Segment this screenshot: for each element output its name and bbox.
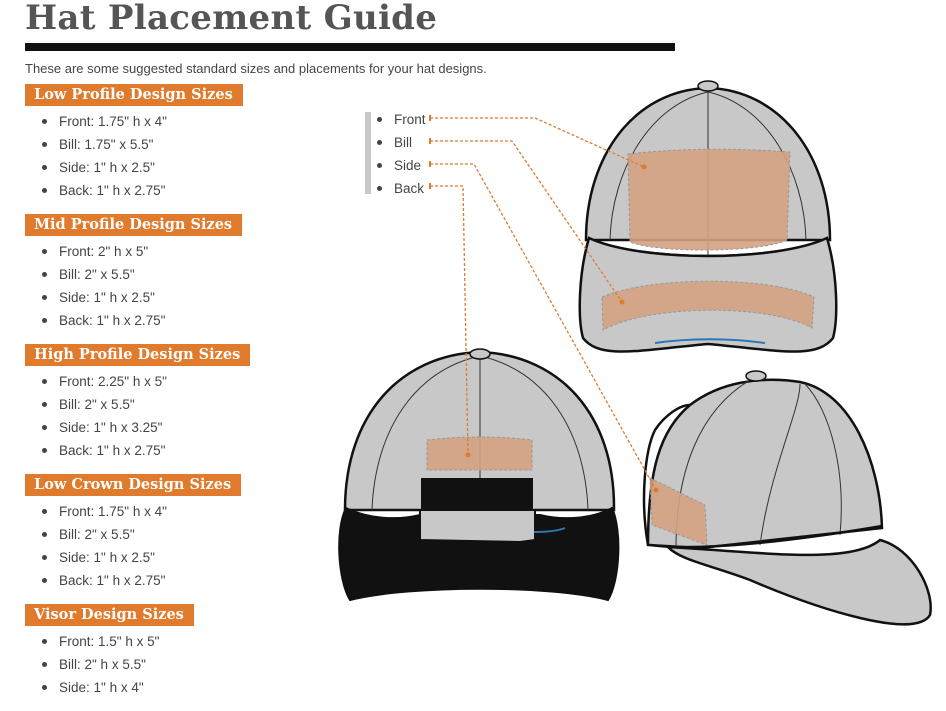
size-item: Side: 1" h x 3.25" xyxy=(30,416,330,439)
side-marker xyxy=(429,161,431,167)
size-item: Bill: 2" x 5.5" xyxy=(30,393,330,416)
size-item: Side: 1" h x 2.5" xyxy=(30,546,330,569)
legend-list: Front Bill Side Back xyxy=(365,108,435,200)
legend-item-front: Front xyxy=(365,108,435,131)
back-marker xyxy=(429,183,431,189)
size-item: Front: 1.75" h x 4" xyxy=(30,110,330,133)
size-item: Side: 1" h x 2.5" xyxy=(30,286,330,309)
size-item: Front: 1.5" h x 5" xyxy=(30,630,330,653)
side-leader-line xyxy=(430,163,657,491)
legend-item-side: Side xyxy=(365,154,435,177)
size-item: Bill: 1.75" x 5.5" xyxy=(30,133,330,156)
section-low-profile: Low Profile Design Sizes Front: 1.75" h … xyxy=(25,84,330,202)
legend-bar xyxy=(365,112,371,194)
placement-legend: Front Bill Side Back xyxy=(365,108,435,200)
section-mid-profile: Mid Profile Design Sizes Front: 2" h x 5… xyxy=(25,214,330,332)
legend-item-bill: Bill xyxy=(365,131,435,154)
front-dot xyxy=(641,164,647,170)
size-list: Front: 1.75" h x 4" Bill: 2" x 5.5" Side… xyxy=(30,500,330,592)
size-item: Back: 1" h x 2.75" xyxy=(30,179,330,202)
section-header: High Profile Design Sizes xyxy=(25,344,251,366)
size-item: Front: 1.75" h x 4" xyxy=(30,500,330,523)
section-header: Low Profile Design Sizes xyxy=(25,84,243,106)
bill-placement-area xyxy=(601,280,815,331)
front-marker xyxy=(429,115,431,121)
size-item: Bill: 2" x 5.5" xyxy=(30,523,330,546)
leader-markers xyxy=(429,115,659,493)
bill-marker xyxy=(429,138,431,144)
size-sections: Low Profile Design Sizes Front: 1.75" h … xyxy=(25,84,330,711)
page-title: Hat Placement Guide xyxy=(25,0,438,38)
leader-lines xyxy=(430,117,657,491)
section-high-profile: High Profile Design Sizes Front: 2.25" h… xyxy=(25,344,330,462)
size-item: Back: 1" h x 2.75" xyxy=(30,309,330,332)
section-header: Low Crown Design Sizes xyxy=(25,474,242,496)
section-header: Mid Profile Design Sizes xyxy=(25,214,243,236)
hat-diagrams xyxy=(338,80,932,626)
front-view-hat xyxy=(578,80,838,353)
bill-leader-line xyxy=(430,140,623,303)
page-subtitle: These are some suggested standard sizes … xyxy=(25,61,487,76)
size-item: Back: 1" h x 2.75" xyxy=(30,569,330,592)
title-rule xyxy=(25,43,675,51)
size-item: Side: 1" h x 4" xyxy=(30,676,330,699)
legend-item-back: Back xyxy=(365,177,435,200)
size-item: Side: 1" h x 2.5" xyxy=(30,156,330,179)
back-leader-line xyxy=(430,185,469,456)
size-list: Front: 2.25" h x 5" Bill: 2" x 5.5" Side… xyxy=(30,370,330,462)
size-item: Front: 2.25" h x 5" xyxy=(30,370,330,393)
section-low-crown: Low Crown Design Sizes Front: 1.75" h x … xyxy=(25,474,330,592)
front-leader-line xyxy=(430,117,645,168)
side-placement-area xyxy=(649,477,708,546)
bill-dot xyxy=(619,299,625,305)
section-header: Visor Design Sizes xyxy=(25,604,194,626)
size-item: Bill: 2" h x 5.5" xyxy=(30,653,330,676)
front-placement-area xyxy=(627,148,791,251)
back-placement-area xyxy=(426,436,533,471)
back-dot xyxy=(465,452,471,458)
side-view-hat xyxy=(642,370,932,626)
size-item: Back: 1" h x 2.75" xyxy=(30,439,330,462)
side-dot xyxy=(653,487,659,493)
size-list: Front: 2" h x 5" Bill: 2" x 5.5" Side: 1… xyxy=(30,240,330,332)
size-item: Bill: 2" x 5.5" xyxy=(30,263,330,286)
size-item: Front: 2" h x 5" xyxy=(30,240,330,263)
back-view-hat xyxy=(338,348,620,602)
size-list: Front: 1.75" h x 4" Bill: 1.75" x 5.5" S… xyxy=(30,110,330,202)
